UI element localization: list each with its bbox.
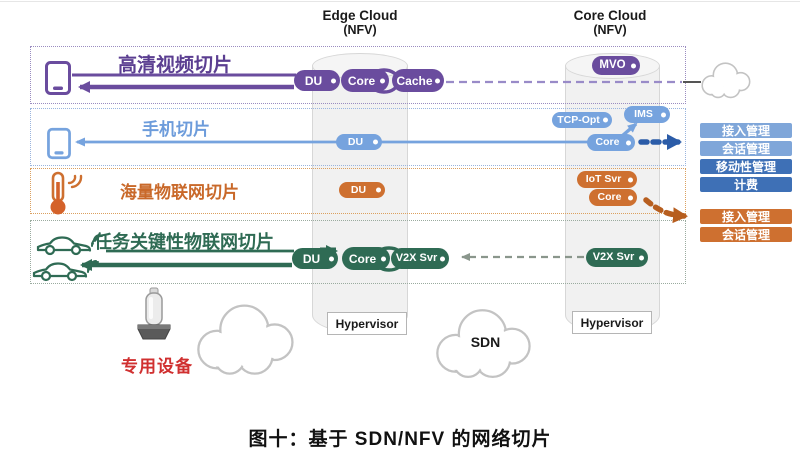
vnf-node-iot-svr: IoT Svr [577, 171, 637, 188]
smartphone-icon [47, 127, 71, 160]
slice-title-iot: 海量物联网切片 [120, 183, 239, 202]
vnf-node-core: Core [342, 247, 390, 270]
edge-cloud-subtitle: (NFV) [343, 23, 377, 37]
vnf-node-core: Core [587, 134, 635, 151]
vnf-node-v2x-svr: V2X Svr [391, 248, 449, 269]
vnf-node-cache: Cache [392, 69, 444, 92]
sdn-cloud-icon [436, 309, 531, 379]
edge-hypervisor-label: Hypervisor [327, 312, 407, 335]
vnf-node-core: Core [341, 69, 389, 92]
edge-cloud-cylinder [312, 53, 408, 333]
vnf-node-du: DU [336, 134, 382, 150]
dedicated-hardware-icon [137, 287, 171, 340]
slice-box-video [30, 46, 686, 104]
mgmt-box-session: 会话管理 [700, 227, 792, 242]
mgmt-box-access: 接入管理 [700, 123, 792, 138]
core-hypervisor-label: Hypervisor [572, 311, 652, 334]
mgmt-box-mobility: 移动性管理 [700, 159, 792, 174]
top-divider [0, 1, 800, 2]
cloud-icon [197, 304, 294, 375]
slice-box-mobile [30, 108, 686, 166]
slice-title-mobile: 手机切片 [142, 120, 210, 139]
edge-cloud-header: Edge Cloud (NFV) [312, 8, 408, 37]
vnf-node-du: DU [292, 248, 338, 269]
figure-caption: 图十：基于 SDN/NFV 的网络切片 [248, 429, 552, 450]
vnf-node-ims: IMS [624, 106, 670, 123]
slice-box-critical [30, 220, 686, 284]
edge-cloud-title: Edge Cloud [322, 8, 398, 23]
thermometer-sensor-icon [50, 171, 83, 215]
slice-box-iot [30, 168, 686, 214]
mgmt-box-access: 接入管理 [700, 209, 792, 224]
slice-title-video: 高清视频切片 [118, 55, 233, 76]
core-cloud-subtitle: (NFV) [593, 23, 627, 37]
core-cloud-header: Core Cloud (NFV) [562, 8, 658, 37]
mgmt-box-billing: 计费 [700, 177, 792, 192]
core-cloud-title: Core Cloud [573, 8, 647, 23]
vnf-node-mvo: MVO [592, 56, 640, 75]
vnf-node-tcp-opt: TCP-Opt [552, 112, 612, 128]
sdn-label: SDN [470, 334, 501, 350]
vnf-node-du: DU [294, 70, 340, 91]
dedicated-device-label: 专用设备 [121, 357, 193, 376]
smartphone-icon [45, 61, 71, 95]
connected-car-icon [32, 260, 99, 282]
cloud-icon [701, 62, 751, 99]
vnf-node-core: Core [589, 189, 637, 206]
vnf-node-v2x-svr: V2X Svr [586, 248, 648, 267]
mgmt-box-session: 会话管理 [700, 141, 792, 156]
slice-title-critical: 任务关键性物联网切片 [94, 232, 274, 252]
connected-car-icon [36, 234, 103, 256]
vnf-node-du: DU [339, 182, 385, 198]
